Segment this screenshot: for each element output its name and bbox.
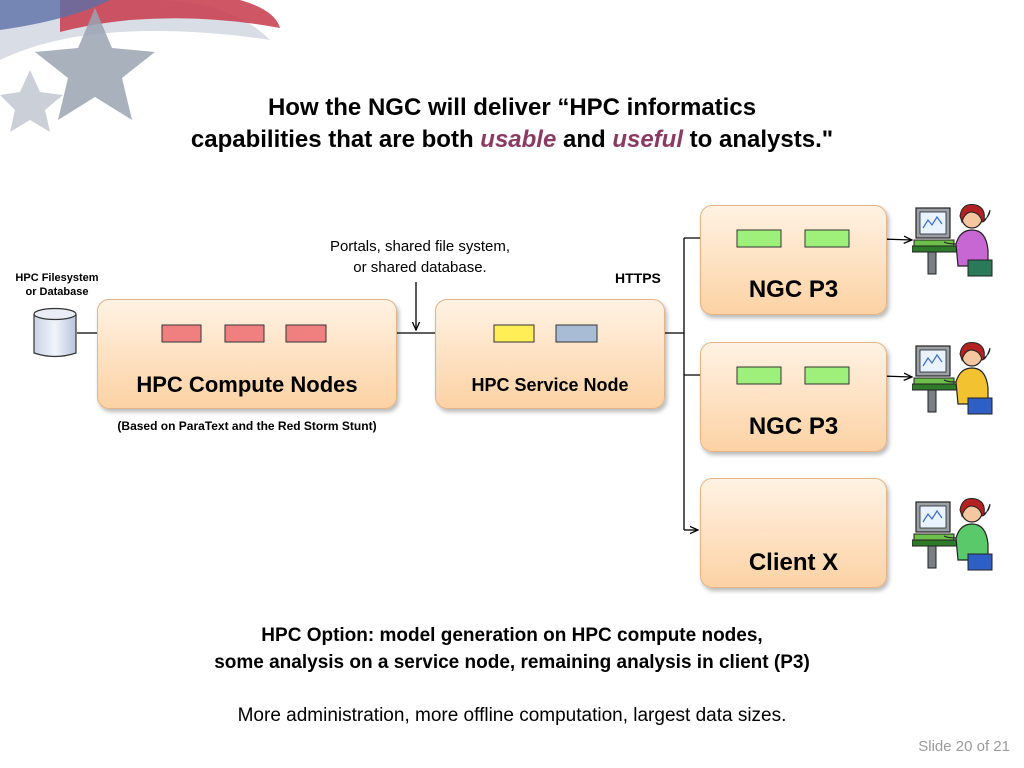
- client-2-module-2: [804, 366, 850, 385]
- hpc-option-summary: HPC Option: model generation on HPC comp…: [60, 622, 964, 676]
- client-box-label-2: NGC P3: [748, 413, 839, 440]
- hpc-compute-nodes-box: HPC Compute Nodes: [97, 299, 397, 409]
- client-2-module-1: [736, 366, 782, 385]
- client-box-label-3: Client X: [748, 549, 839, 576]
- star-logo: [0, 0, 280, 132]
- title-useful: useful: [612, 126, 684, 153]
- hpc-compute-nodes-label: HPC Compute Nodes: [136, 372, 358, 397]
- user-at-computer-icon: [912, 204, 993, 277]
- hpc-option-line-2: some analysis on a service node, remaini…: [214, 652, 810, 673]
- client-box-ngc-p3-1: NGC P3: [700, 205, 887, 315]
- service-module-yellow: [493, 324, 535, 343]
- portals-note-line-2: or shared database.: [353, 259, 487, 276]
- client-box-label-1: NGC P3: [748, 276, 839, 303]
- title-line-2-end: to analysts.": [683, 126, 834, 153]
- title-line-2-start: capabilities that are both: [190, 126, 481, 153]
- slide-title: How the NGC will deliver “HPC informatic…: [60, 92, 964, 156]
- service-module-blue: [555, 324, 598, 343]
- portals-note-line-1: Portals, shared file system,: [329, 238, 511, 255]
- filesystem-label-line-2: or Database: [25, 286, 89, 298]
- client-1-module-1: [736, 229, 782, 248]
- title-line-2: capabilities that are both usable and us…: [60, 124, 964, 156]
- client-box-client-x: Client X: [700, 478, 887, 588]
- tradeoff-note: More administration, more offline comput…: [237, 705, 787, 726]
- hpc-option-line-1: HPC Option: model generation on HPC comp…: [261, 625, 763, 646]
- hpc-service-node-label: HPC Service Node: [471, 375, 629, 395]
- user-at-computer-icon: [912, 498, 993, 571]
- client-1-module-2: [804, 229, 850, 248]
- user-at-computer-icon: [912, 342, 993, 415]
- client-box-ngc-p3-2: NGC P3: [700, 342, 887, 452]
- hpc-service-node-box: HPC Service Node: [435, 299, 665, 409]
- slide-number: Slide 20 of 21: [918, 738, 1010, 755]
- compute-caption: (Based on ParaText and the Red Storm Stu…: [117, 419, 377, 433]
- filesystem-label-line-1: HPC Filesystem: [15, 272, 99, 284]
- title-and: and: [556, 126, 613, 153]
- compute-module-2: [224, 324, 265, 343]
- compute-module-3: [285, 324, 327, 343]
- title-usable: usable: [480, 126, 557, 153]
- filesystem-label: HPC Filesystem or Database: [2, 271, 112, 299]
- portals-note: Portals, shared file system, or shared d…: [300, 236, 540, 278]
- https-label: HTTPS: [615, 270, 661, 286]
- compute-module-1: [161, 324, 202, 343]
- title-line-1: How the NGC will deliver “HPC informatic…: [267, 94, 757, 121]
- database-icon: [33, 307, 77, 358]
